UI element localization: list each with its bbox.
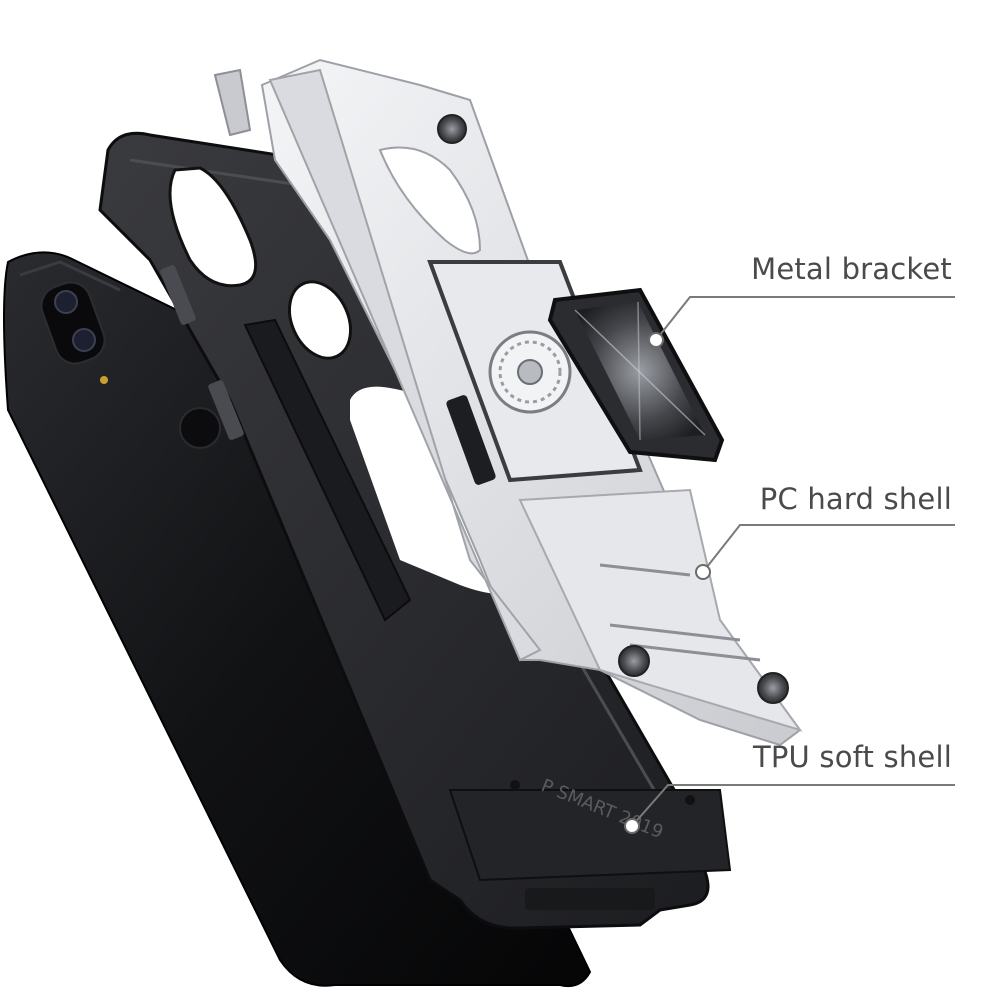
callout-line-tpu — [631, 784, 955, 827]
callout-lines — [624, 296, 955, 834]
ring-mount — [488, 330, 572, 414]
callout-tpu-soft-shell: TPU soft shell — [752, 740, 952, 774]
camera-module-icon — [40, 281, 108, 384]
pc-hard-shell — [213, 58, 803, 747]
screw-icon — [437, 114, 789, 704]
camera-cutout — [288, 280, 352, 360]
callout-metal-bracket: Metal bracket — [751, 252, 952, 286]
callout-pc-hard-shell: PC hard shell — [759, 482, 952, 516]
metal-bracket — [547, 287, 725, 463]
callout-line-pc — [702, 524, 955, 573]
callout-line-metal — [655, 296, 955, 341]
fingerprint-sensor — [179, 407, 221, 449]
grip-texture — [243, 318, 412, 622]
side-buttons — [160, 265, 244, 440]
